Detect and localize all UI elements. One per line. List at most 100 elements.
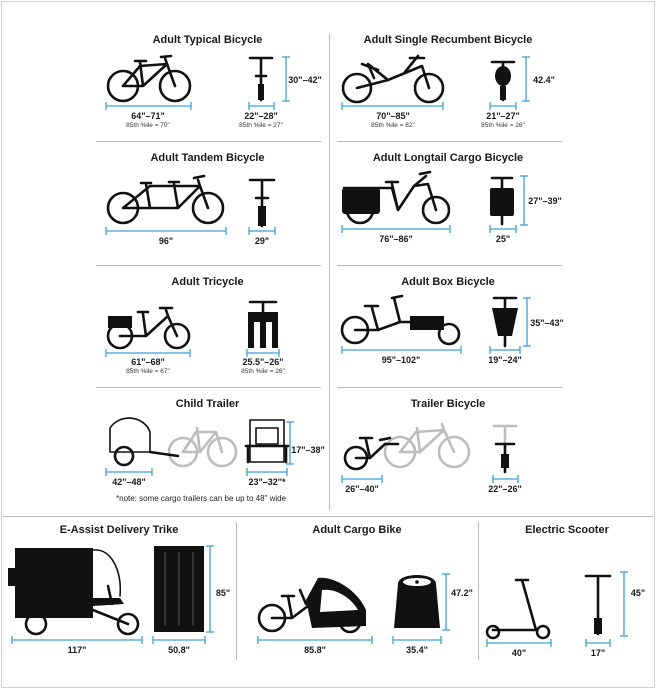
- divider-row1-right: [337, 141, 562, 142]
- width-note: 85th %ile = 26": [481, 122, 525, 129]
- width-label: 25": [495, 234, 511, 244]
- width-label: 50.8": [168, 645, 190, 655]
- section-title: Adult Longtail Cargo Bicycle: [372, 152, 524, 164]
- width-label: 22"–28": [244, 111, 278, 121]
- vertical-divider-bottom-left: [236, 522, 237, 660]
- divider-bottom-horizontal: [3, 516, 653, 517]
- section-title: Adult Box Bicycle: [401, 276, 495, 288]
- width-label: 35.4": [406, 645, 428, 655]
- height-label: 30"–42": [288, 75, 322, 85]
- height-label: 47.2": [451, 588, 473, 598]
- section-title: Adult Tricycle: [171, 276, 244, 288]
- width-label: 25.5"–26": [242, 357, 284, 367]
- height-label: 42.4": [533, 75, 555, 85]
- height-label: 85": [215, 588, 231, 598]
- length-label: 76"–86": [379, 234, 413, 244]
- section-title: Adult Single Recumbent Bicycle: [363, 34, 533, 46]
- divider-row3-left: [96, 387, 321, 388]
- length-label: 61"–68": [131, 357, 165, 367]
- vertical-divider-top: [329, 34, 330, 510]
- divider-row1-left: [96, 141, 321, 142]
- section-title: Child Trailer: [175, 398, 240, 410]
- length-label: 40": [511, 648, 527, 658]
- section-title: Adult Tandem Bicycle: [150, 152, 265, 164]
- width-note: 85th %ile = 26": [241, 368, 285, 375]
- length-note: 85th %ile = 67": [126, 368, 170, 375]
- section-title: E-Assist Delivery Trike: [59, 524, 179, 536]
- length-label: 95"–102": [381, 355, 421, 365]
- height-label: 27"–39": [528, 196, 562, 206]
- width-label: 29": [254, 236, 270, 246]
- section-title: Electric Scooter: [525, 524, 609, 536]
- width-label: 19"–24": [488, 355, 522, 365]
- length-label: 117": [67, 645, 87, 655]
- cargo-trailer-width-note: *note: some cargo trailers can be up to …: [116, 494, 287, 503]
- section-title: Adult Cargo Bike: [312, 524, 402, 536]
- divider-row2-left: [96, 265, 321, 266]
- height-label: 35"–43": [530, 318, 564, 328]
- length-note: 85th %ile = 82": [371, 122, 415, 129]
- width-label: 23"–32"*: [248, 477, 286, 487]
- height-label: 17"–38": [291, 445, 325, 455]
- length-label: 85.8": [304, 645, 326, 655]
- length-label: 26"–40": [345, 484, 379, 494]
- section-title: Adult Typical Bicycle: [152, 34, 263, 46]
- length-label: 64"–71": [131, 111, 165, 121]
- length-label: 42"–48": [112, 477, 146, 487]
- section-title: Trailer Bicycle: [410, 398, 486, 410]
- divider-row2-right: [337, 265, 562, 266]
- length-label: 96": [158, 236, 174, 246]
- width-label: 22"–26": [488, 484, 522, 494]
- width-label: 21"–27": [486, 111, 520, 121]
- divider-row3-right: [337, 387, 562, 388]
